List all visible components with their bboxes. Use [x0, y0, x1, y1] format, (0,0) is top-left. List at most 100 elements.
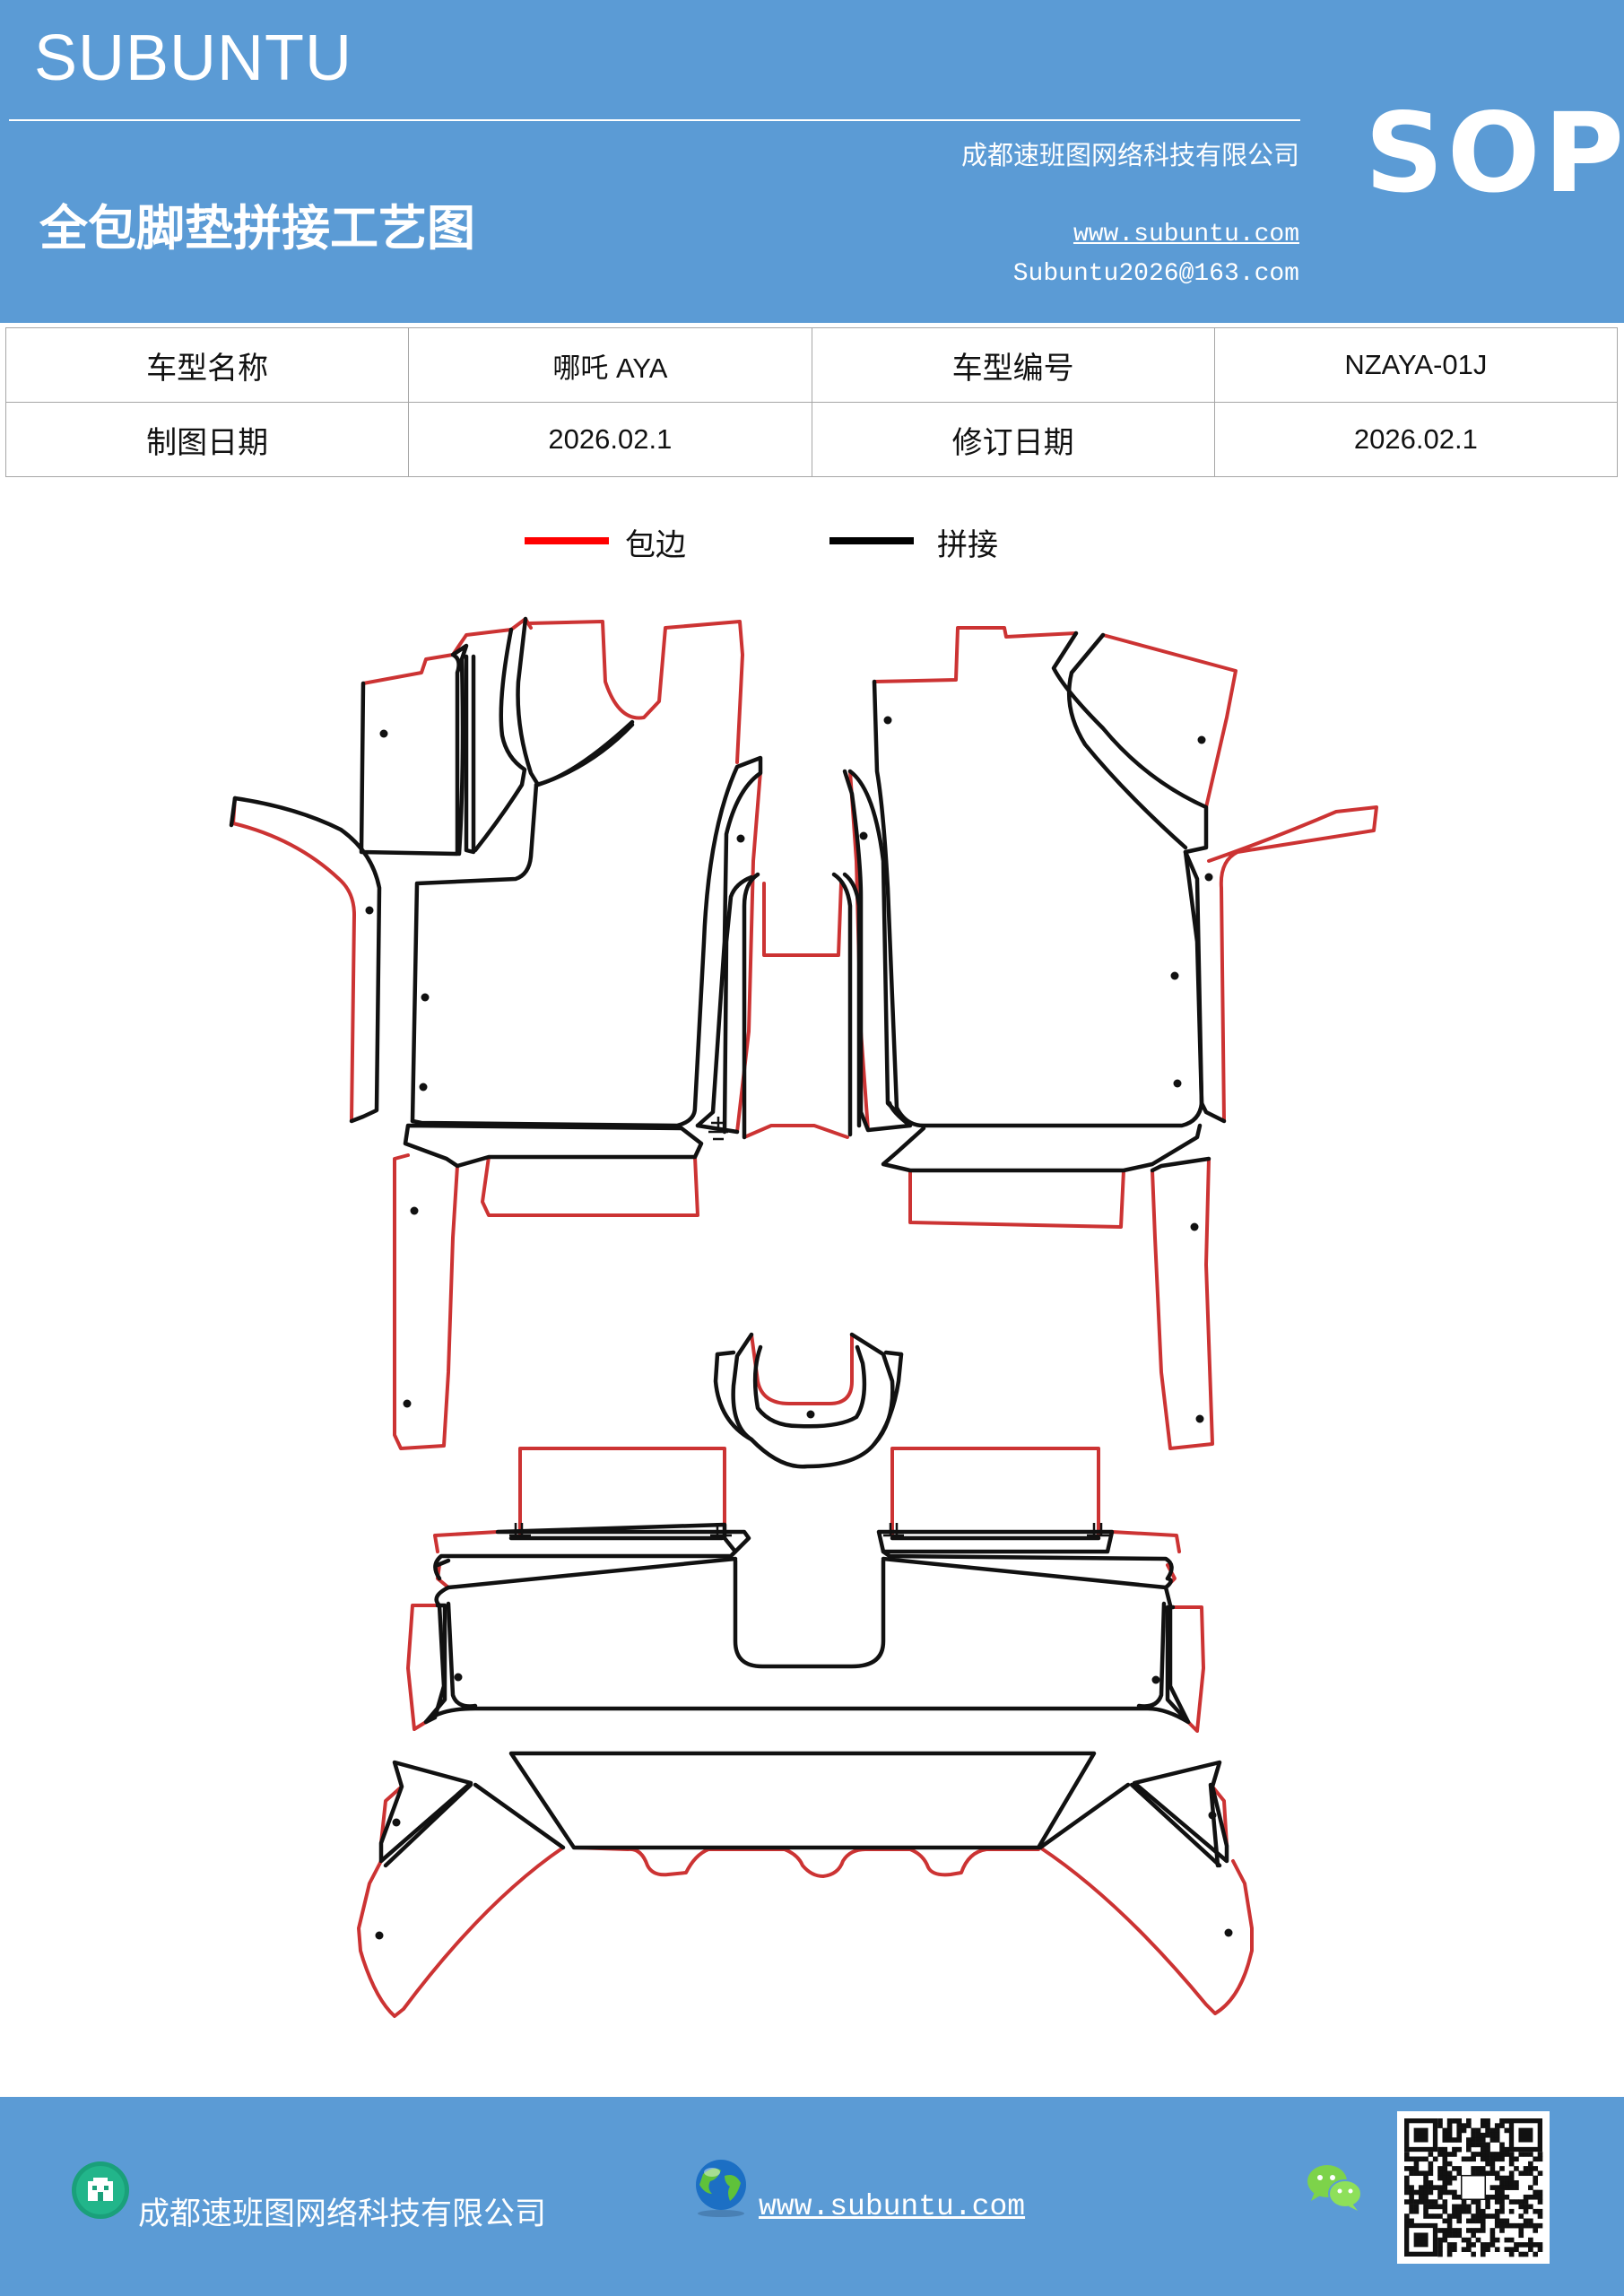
edge-line — [1207, 805, 1378, 1123]
clip-dot — [859, 831, 868, 840]
seam-marker — [708, 1117, 728, 1141]
model-code-label: 车型编号 — [811, 327, 1215, 403]
joint-line — [842, 872, 862, 1128]
joint-line — [842, 769, 913, 1133]
edge-line — [393, 1153, 459, 1450]
joint-line — [473, 1782, 566, 1850]
clip-dot — [1208, 1811, 1217, 1820]
edge-line — [524, 617, 744, 764]
header-email[interactable]: Subuntu2026@163.com — [1012, 260, 1299, 288]
joint-line — [713, 1352, 754, 1442]
joint-line — [410, 782, 539, 1124]
joint-line — [1132, 1760, 1229, 1864]
joint-line — [1165, 1605, 1191, 1725]
clip-dot — [1204, 873, 1213, 882]
page-title: 全包脚垫拼接工艺图 — [39, 199, 475, 257]
joint-line — [1066, 632, 1188, 850]
model-name-label: 车型名称 — [4, 327, 410, 403]
clip-dot — [1173, 1079, 1182, 1088]
table-row: 制图日期 2026.02.1 修订日期 2026.02.1 — [4, 402, 1619, 477]
joint-line — [446, 1601, 478, 1709]
table-row: 车型名称 哪吒 AYA 车型编号 NZAYA-01J — [4, 327, 1619, 403]
clip-dot — [403, 1399, 412, 1408]
clip-dot — [392, 1818, 401, 1827]
clip-dot — [806, 1410, 815, 1419]
edge-line — [890, 1447, 1100, 1540]
clip-dot — [1170, 971, 1179, 980]
edge-line — [231, 796, 356, 1123]
joint-line — [733, 1558, 886, 1669]
seam-marker — [710, 1523, 732, 1537]
joint-line — [516, 616, 635, 787]
header-divider — [9, 119, 1300, 121]
joint-line — [881, 1549, 1174, 1581]
joint-line — [359, 643, 469, 857]
seam-marker — [883, 1523, 904, 1537]
edge-line — [433, 1530, 499, 1553]
vehicle-info-table: 车型名称 哪吒 AYA 车型编号 NZAYA-01J 制图日期 2026.02.… — [4, 327, 1619, 477]
footer-banner: 成都速班图网络科技有限公司 www.subuntu.com — [0, 2097, 1624, 2296]
joint-line — [423, 1576, 1191, 1725]
edge-line — [873, 626, 1078, 683]
joint-line — [752, 1344, 867, 1429]
header-website-link[interactable]: www.subuntu.com — [1073, 221, 1299, 248]
clip-dot — [421, 993, 430, 1002]
joint-line — [1129, 1782, 1222, 1868]
seam-marker — [509, 1523, 531, 1537]
clip-dot — [375, 1931, 384, 1940]
revise-date-value: 2026.02.1 — [1213, 402, 1619, 477]
qr-code-graphic — [1404, 2118, 1543, 2257]
seam-markers — [509, 1117, 1110, 1537]
wechat-icon[interactable] — [1304, 2161, 1365, 2213]
edge-line — [572, 1846, 1040, 1878]
joint-line — [378, 1760, 473, 1864]
clip-dot — [1151, 1675, 1160, 1684]
joint-line — [508, 1751, 1097, 1850]
joint-line — [1038, 1782, 1131, 1850]
edge-line — [1038, 1846, 1254, 2015]
joint-line — [1183, 849, 1204, 1106]
building-icon — [72, 2161, 129, 2219]
revise-date-label: 修订日期 — [811, 402, 1215, 477]
clip-dot — [1197, 735, 1206, 744]
draw-date-label: 制图日期 — [4, 402, 410, 477]
draw-date-value: 2026.02.1 — [408, 402, 812, 477]
joint-line — [742, 872, 760, 1140]
footer-website-link[interactable]: www.subuntu.com — [759, 2190, 1026, 2223]
legend-edge-label: 包边 — [625, 527, 686, 563]
edge-line — [908, 1169, 1125, 1229]
joint-line — [473, 627, 527, 853]
joint-line — [410, 755, 763, 1128]
clip-dot — [1190, 1222, 1199, 1231]
joint-seam-lines — [229, 616, 1229, 1868]
clip-dot — [1195, 1414, 1204, 1423]
joint-line — [383, 1782, 473, 1868]
clip-dot — [883, 716, 892, 725]
edge-line — [1101, 633, 1238, 809]
joint-line — [831, 872, 853, 1137]
clip-dot — [454, 1673, 463, 1682]
edge-line — [1110, 1530, 1181, 1553]
clip-dot — [379, 729, 388, 738]
joint-line — [722, 874, 754, 1135]
clip-dots — [365, 716, 1233, 1940]
joint-line — [446, 1556, 738, 1590]
globe-icon — [696, 2160, 746, 2217]
clip-dot — [736, 834, 745, 843]
joint-line — [847, 769, 908, 1124]
clip-dot — [1224, 1928, 1233, 1937]
legend-joint-label: 拼接 — [937, 527, 998, 563]
brand-name: SUBUNTU — [34, 22, 353, 94]
edge-line — [357, 1846, 565, 2018]
clip-dot — [419, 1083, 428, 1091]
edge-line — [1151, 1157, 1214, 1450]
qr-code[interactable] — [1397, 2111, 1550, 2264]
joint-line — [423, 1603, 447, 1725]
joint-line — [883, 1350, 904, 1357]
joint-line — [534, 719, 635, 787]
joint-line — [872, 631, 1209, 1128]
joint-line — [403, 1123, 704, 1169]
joint-line — [881, 1123, 1203, 1173]
model-code-value: NZAYA-01J — [1213, 327, 1619, 403]
joint-line — [229, 796, 238, 828]
